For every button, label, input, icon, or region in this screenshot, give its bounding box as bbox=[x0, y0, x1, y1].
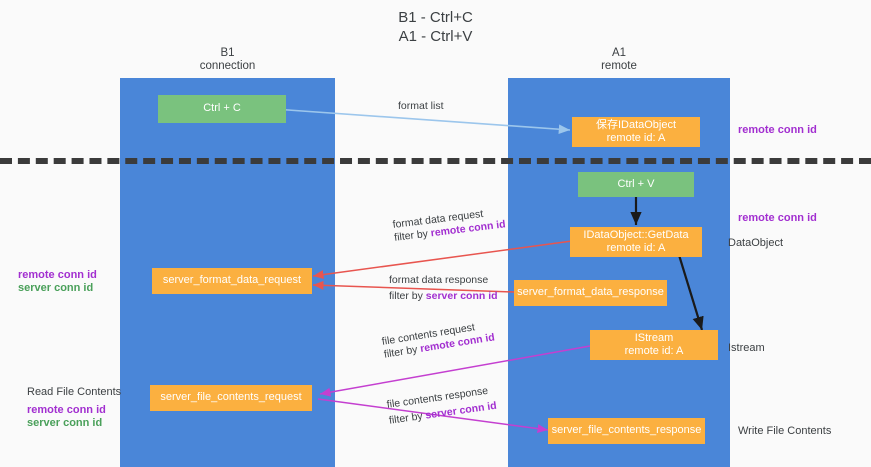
annotation-read-file-contents: Read File Contents bbox=[27, 386, 122, 398]
diagram-title: B1 - Ctrl+C A1 - Ctrl+V bbox=[0, 8, 871, 46]
column-header-a1-sub: remote bbox=[601, 60, 637, 72]
node-server-file-contents-request[interactable]: server_file_contents_request bbox=[150, 385, 312, 411]
column-header-a1: A1 remote bbox=[508, 47, 730, 73]
column-header-b1-sub: connection bbox=[199, 60, 256, 72]
edge-label-format-data-response: format data response filter by server co… bbox=[389, 274, 498, 303]
node-istream-line1: IStream bbox=[634, 331, 674, 344]
edge-label-format-list: format list bbox=[398, 100, 444, 112]
edge-label-fdres-prefix: filter by bbox=[389, 290, 426, 302]
node-save-idataobject[interactable]: 保存IDataObject remote id: A bbox=[572, 117, 700, 147]
node-server-file-contents-response[interactable]: server_file_contents_response bbox=[548, 418, 705, 444]
node-server-format-data-request[interactable]: server_format_data_request bbox=[152, 268, 312, 294]
annotation-remote-conn-id-top: remote conn id bbox=[738, 124, 817, 136]
node-ctrl-v[interactable]: Ctrl + V bbox=[578, 172, 694, 197]
annotation-write-file-contents: Write File Contents bbox=[738, 425, 832, 437]
annotation-dataobject: DataObject bbox=[728, 237, 784, 249]
edge-label-format-data-response-line1: format data response bbox=[389, 274, 489, 286]
connector-file-contents-response bbox=[317, 398, 549, 434]
connector-file-contents-request bbox=[319, 345, 591, 397]
node-idataobject-getdata-line2: remote id: A bbox=[606, 242, 666, 254]
connector-format-data-response bbox=[312, 280, 515, 293]
connector-format-list bbox=[273, 108, 571, 134]
phase-divider bbox=[0, 158, 871, 164]
edge-label-fdres-key: server conn id bbox=[425, 290, 498, 302]
annotation-left-server-conn-id-1: server conn id bbox=[18, 282, 94, 294]
edge-label-format-data-response-line2: filter by server conn id bbox=[389, 290, 498, 303]
annotation-left-remote-conn-id-2: remote conn id bbox=[27, 404, 106, 416]
node-idataobject-getdata-line1: IDataObject::GetData bbox=[583, 228, 689, 241]
title-line-1: B1 - Ctrl+C bbox=[398, 9, 473, 26]
node-server-format-data-response[interactable]: server_format_data_response bbox=[514, 280, 667, 306]
node-istream-line2: remote id: A bbox=[624, 345, 684, 357]
node-save-idataobject-line1: 保存IDataObject bbox=[595, 118, 677, 131]
node-idataobject-getdata[interactable]: IDataObject::GetData remote id: A bbox=[570, 227, 702, 257]
node-save-idataobject-line2: remote id: A bbox=[606, 132, 666, 144]
title-line-2: A1 - Ctrl+V bbox=[398, 28, 473, 45]
node-ctrl-c[interactable]: Ctrl + C bbox=[158, 95, 286, 123]
column-header-a1-name: A1 bbox=[611, 47, 627, 59]
connector-getdata-istream bbox=[677, 254, 704, 331]
connector-format-data-request bbox=[312, 240, 573, 280]
annotation-istream: Istream bbox=[728, 342, 765, 354]
annotation-left-server-conn-id-2: server conn id bbox=[27, 417, 103, 429]
node-istream[interactable]: IStream remote id: A bbox=[590, 330, 718, 360]
column-header-b1-name: B1 bbox=[220, 47, 235, 59]
annotation-left-remote-conn-id-1: remote conn id bbox=[18, 269, 97, 281]
column-header-b1: B1 connection bbox=[120, 47, 335, 73]
annotation-remote-conn-id-mid: remote conn id bbox=[738, 212, 817, 224]
